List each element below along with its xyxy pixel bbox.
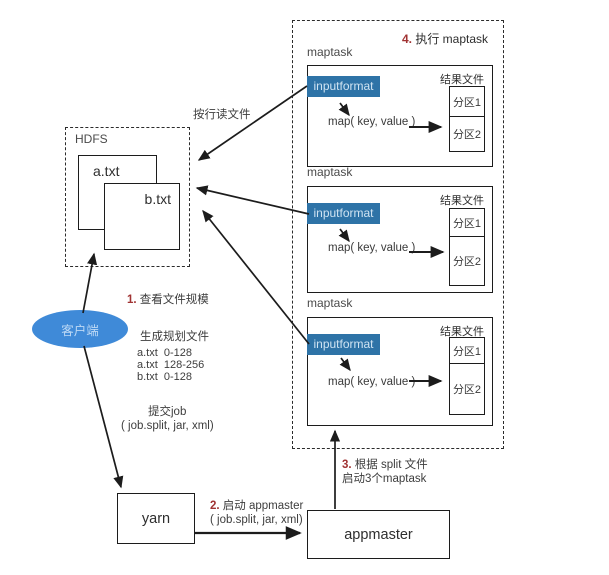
client-label: 客户端 [61, 323, 99, 338]
step3-number: 3. [342, 459, 352, 471]
inputformat-1-box: inputformat [307, 76, 380, 97]
partition-stack-2: 分区1 分区2 [449, 208, 485, 286]
result-file-3-label: 结果文件 [440, 326, 484, 338]
submit-job-label: 提交job [148, 406, 187, 418]
partition-stack-1: 分区1 分区2 [449, 86, 485, 152]
appmaster-box: appmaster [307, 510, 450, 559]
file-b-label: b.txt [144, 191, 171, 207]
submit-job-params: ( job.split, jar, xml) [121, 420, 214, 432]
maptask-section-3: maptask inputformat 结果文件 map( key, value… [307, 296, 493, 426]
plan-title: 生成规划文件 [140, 331, 209, 343]
inputformat-3-box: inputformat [307, 334, 380, 355]
file-b-box: b.txt [104, 183, 180, 250]
hdfs-label: HDFS [75, 132, 108, 146]
arrow-maptask1-to-hdfs [197, 85, 308, 161]
map-function-1-label: map( key, value ) [328, 116, 416, 128]
maptask-3-box: inputformat 结果文件 map( key, value ) 分区1 分… [307, 317, 493, 426]
step3-line2: 启动3个maptask [342, 473, 427, 485]
partition-1-2: 分区2 [452, 128, 482, 141]
step1-text: 查看文件规模 [136, 294, 209, 306]
result-file-2-label: 结果文件 [440, 195, 484, 207]
partition-stack-3: 分区1 分区2 [449, 337, 485, 415]
plan-line-3: b.txt 0-128 [137, 371, 193, 383]
step1-label: 1. 查看文件规模 [127, 294, 209, 307]
maptask-2-label: maptask [307, 165, 353, 179]
step2-number: 2. [210, 500, 220, 512]
maptask-3-label: maptask [307, 296, 353, 310]
maptask-section-2: maptask inputformat 结果文件 map( key, value… [307, 165, 493, 293]
partition-3-2: 分区2 [452, 383, 482, 396]
file-a-label: a.txt [93, 163, 120, 179]
yarn-label: yarn [141, 510, 171, 527]
inputformat-2-box: inputformat [307, 203, 380, 224]
client-ellipse: 客户端 [32, 310, 128, 348]
maptask-1-box: inputformat 结果文件 map( key, value ) 分区1 分… [307, 65, 493, 167]
step2-text: 启动 appmaster [219, 500, 304, 512]
result-file-1-label: 结果文件 [440, 74, 484, 86]
step2-label: 2. 启动 appmaster [210, 500, 303, 513]
partition-2-2: 分区2 [452, 255, 482, 268]
step2-params: ( job.split, jar, xml) [210, 514, 303, 526]
partition-3-1: 分区1 [450, 338, 484, 364]
step1-number: 1. [127, 294, 137, 306]
maptask-section-1: maptask inputformat 结果文件 map( key, value… [307, 45, 493, 167]
step3-line1: 根据 split 文件 [351, 459, 428, 471]
map-function-2-label: map( key, value ) [328, 242, 416, 254]
appmaster-label: appmaster [344, 526, 413, 543]
arrow-client-to-yarn [83, 345, 124, 489]
step4-label: 4. 执行 maptask [402, 30, 488, 47]
yarn-box: yarn [117, 493, 195, 544]
step4-text: 执行 maptask [412, 32, 489, 46]
maptask-2-box: inputformat 结果文件 map( key, value ) 分区1 分… [307, 186, 493, 293]
step3-label: 3. 根据 split 文件 [342, 459, 428, 472]
hdfs-box: HDFS [65, 127, 190, 267]
partition-1-1: 分区1 [450, 87, 484, 117]
step4-number: 4. [402, 32, 413, 46]
plan-line-2: a.txt 128-256 [137, 359, 205, 371]
partition-2-1: 分区1 [450, 209, 484, 237]
map-function-3-label: map( key, value ) [328, 376, 416, 388]
plan-line-1: a.txt 0-128 [137, 347, 193, 359]
read-lines-label: 按行读文件 [193, 109, 251, 121]
maptask-1-label: maptask [307, 45, 353, 59]
